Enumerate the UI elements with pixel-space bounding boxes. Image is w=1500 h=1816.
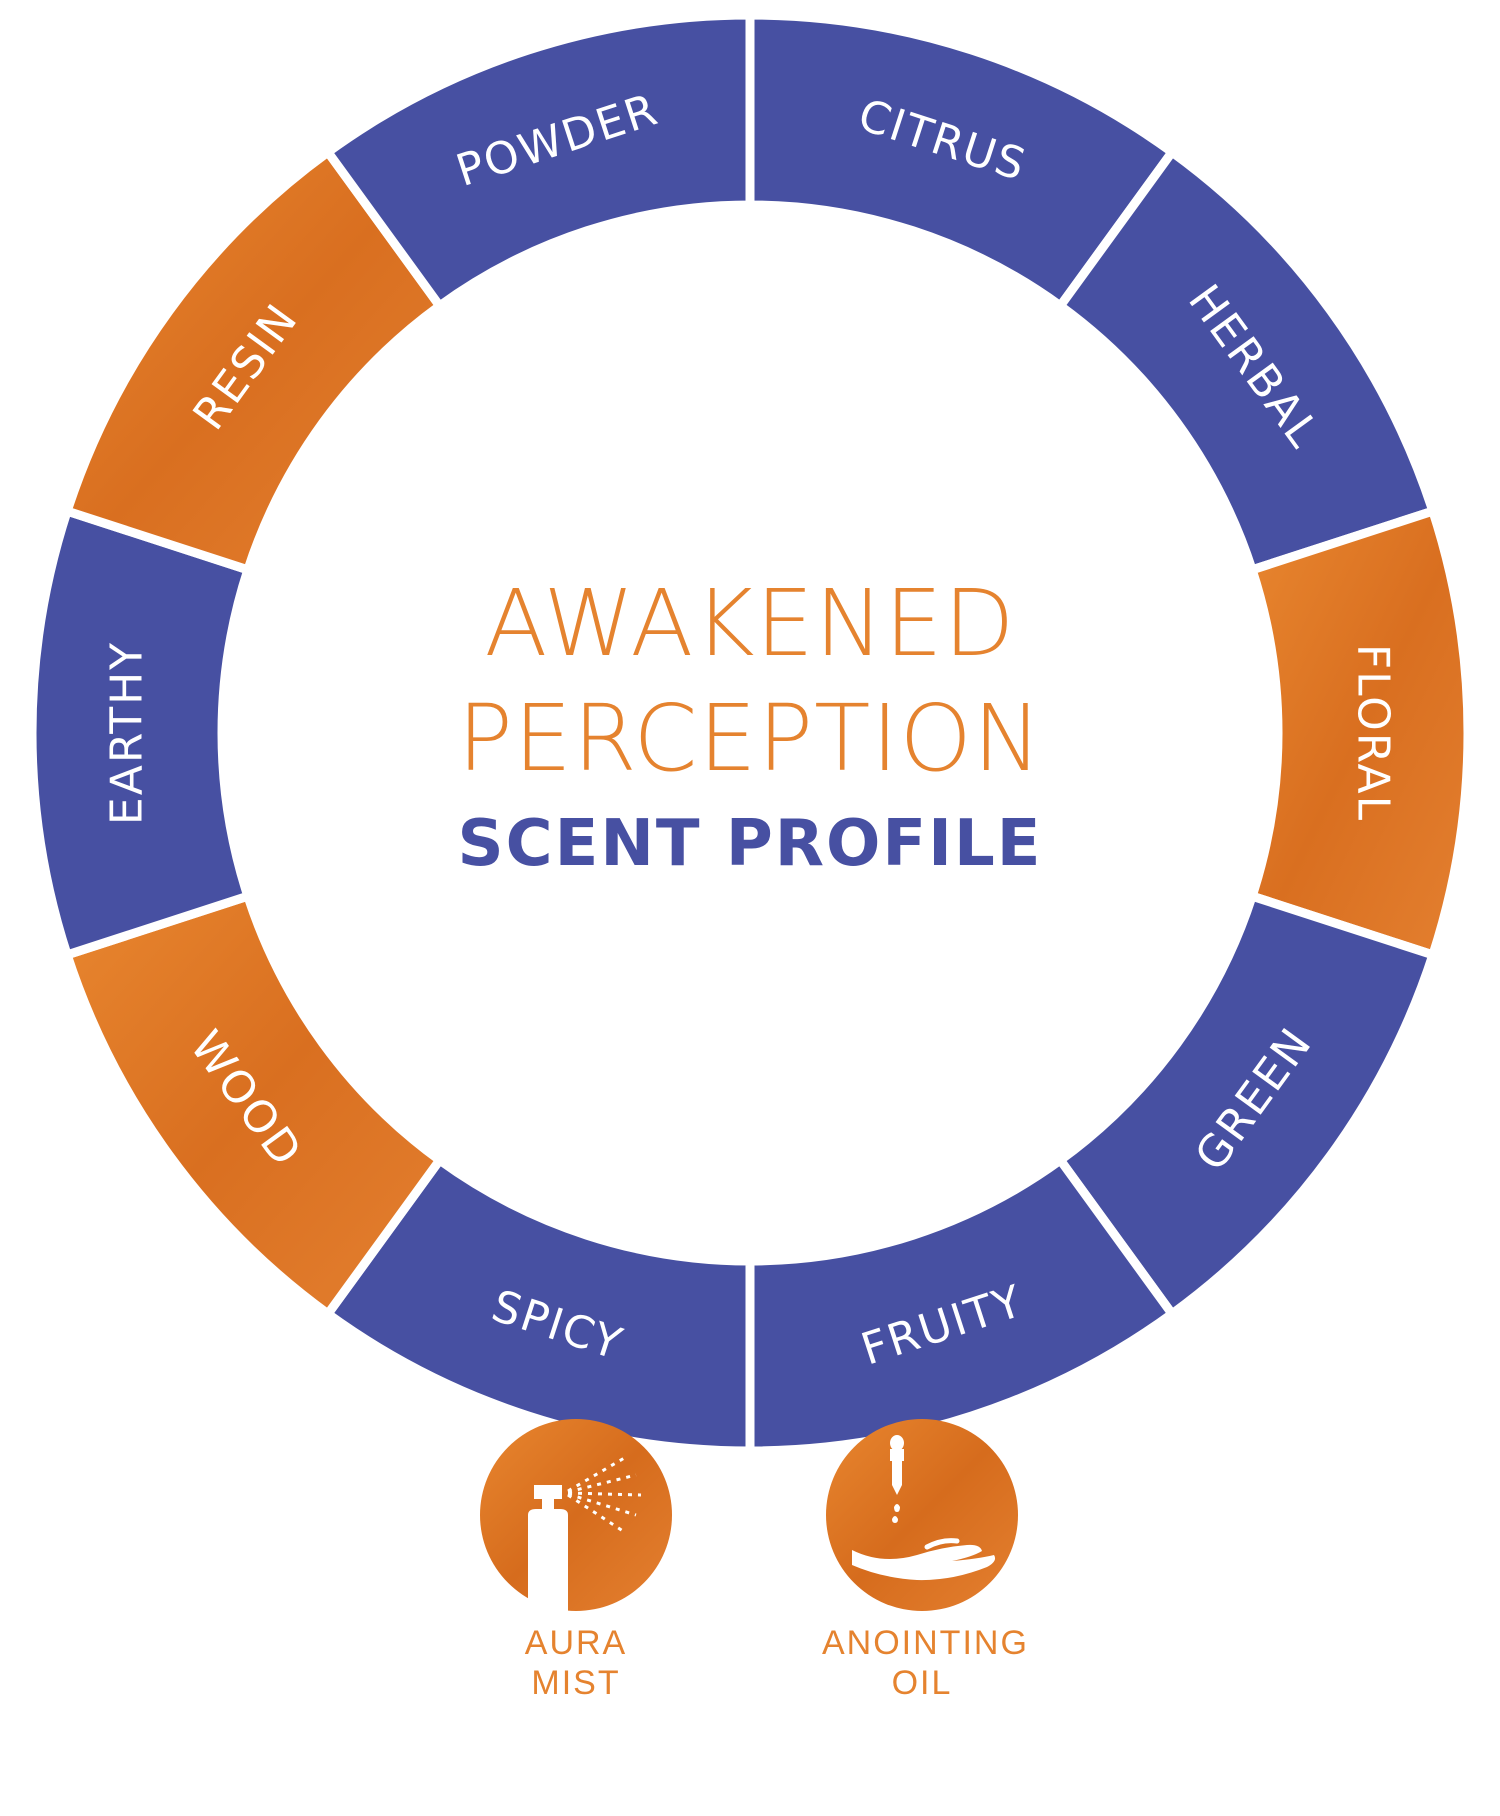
anointing-oil-label: ANOINTING OIL <box>822 1623 1029 1703</box>
aura-mist-label: AURA MIST <box>476 1623 676 1703</box>
segment-powder <box>321 10 755 313</box>
segment-label-earthy: EARTHY <box>102 641 153 825</box>
segment-label-floral: FLORAL <box>1348 644 1399 822</box>
spray-bottle-icon <box>480 1419 672 1615</box>
anointing-oil-label-line-1: ANOINTING <box>822 1624 1029 1662</box>
anointing-oil-label-line-2: OIL <box>891 1664 953 1702</box>
title-line-2: PERCEPTION <box>457 685 1042 792</box>
aura-mist-label-line-2: MIST <box>531 1664 621 1702</box>
aura-mist-label-line-1: AURA <box>524 1624 628 1662</box>
wheel-center-title: AWAKENED PERCEPTION SCENT PROFILE <box>457 570 1043 881</box>
dropper-hand-icon <box>826 1419 1018 1611</box>
subtitle: SCENT PROFILE <box>458 807 1043 881</box>
product-aura-mist: AURA MIST <box>476 1415 676 1703</box>
wheel-segments <box>27 10 1473 1456</box>
title-line-1: AWAKENED <box>484 570 1015 677</box>
product-anointing-oil: ANOINTING OIL <box>822 1415 1029 1703</box>
